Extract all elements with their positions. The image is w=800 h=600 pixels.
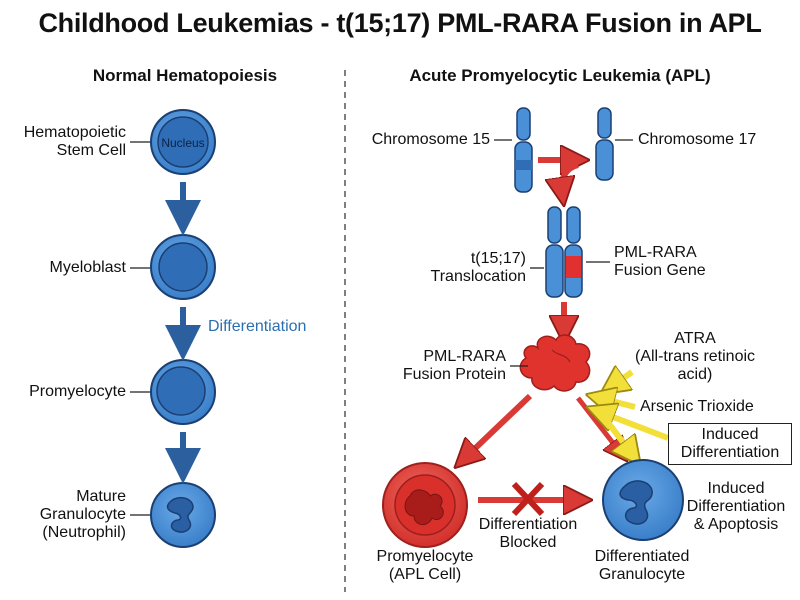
translocation-arrow-down — [562, 162, 579, 192]
arsenic-trioxide-label: Arsenic Trioxide — [640, 398, 754, 415]
differentiated-granulocyte-cell — [602, 459, 684, 541]
fusion-protein-label: PML-RARA Fusion Protein — [402, 348, 506, 383]
induced-arrow-1 — [600, 412, 670, 441]
induced-arrow-2 — [597, 410, 632, 454]
translocation-label: t(15;17) Translocation — [430, 250, 526, 285]
differentiated-granulocyte-label: Differentiated Granulocyte — [594, 548, 690, 583]
arrow-protein-to-granulocyte-red — [576, 396, 620, 452]
stem-cell-label: Hematopoietic Stem Cell — [23, 124, 126, 159]
granulocyte-label: Mature Granulocyte (Neutrophil) — [39, 488, 126, 541]
differentiation-label: Differentiation — [208, 318, 307, 335]
nucleus-label: Nucleus — [161, 136, 205, 150]
chromosome-17-label: Chromosome 17 — [638, 131, 757, 148]
translocated-chromosomes — [545, 206, 583, 298]
arrow-protein-to-apl-cell — [465, 393, 533, 458]
fusion-protein-blob — [519, 334, 591, 392]
page-title: Childhood Leukemias - t(15;17) PML-RARA … — [38, 8, 762, 38]
apl-cell-label: Promyelocyte (APL Cell) — [376, 548, 474, 583]
induced-differentiation-box: Induced Differentiation — [668, 423, 792, 465]
atra-arrow — [612, 372, 634, 386]
arsenic-arrow — [600, 398, 636, 407]
promyelocyte-label: Promyelocyte — [29, 383, 126, 400]
apl-promyelocyte-cell — [382, 462, 468, 548]
myeloblast-cell — [150, 234, 216, 300]
right-heading: Acute Promyelocytic Leukemia (APL) — [409, 66, 711, 85]
block-x-icon — [511, 481, 545, 517]
fusion-gene-label: PML-RARA Fusion Gene — [614, 244, 706, 279]
induced-apoptosis-label: Induced Differentiation & Apoptosis — [686, 480, 786, 533]
left-heading: Normal Hematopoiesis — [92, 66, 278, 85]
stem-cell — [150, 109, 216, 175]
differentiation-blocked-label: Differentiation Blocked — [478, 516, 578, 551]
promyelocyte-cell — [150, 359, 216, 425]
mature-granulocyte-cell — [150, 482, 216, 548]
chromosome-15-label: Chromosome 15 — [371, 131, 490, 148]
chromosome-15 — [514, 107, 533, 193]
atra-label: ATRA (All-trans retinoic acid) — [634, 330, 756, 383]
myeloblast-label: Myeloblast — [49, 259, 126, 276]
chromosome-17 — [595, 107, 614, 181]
